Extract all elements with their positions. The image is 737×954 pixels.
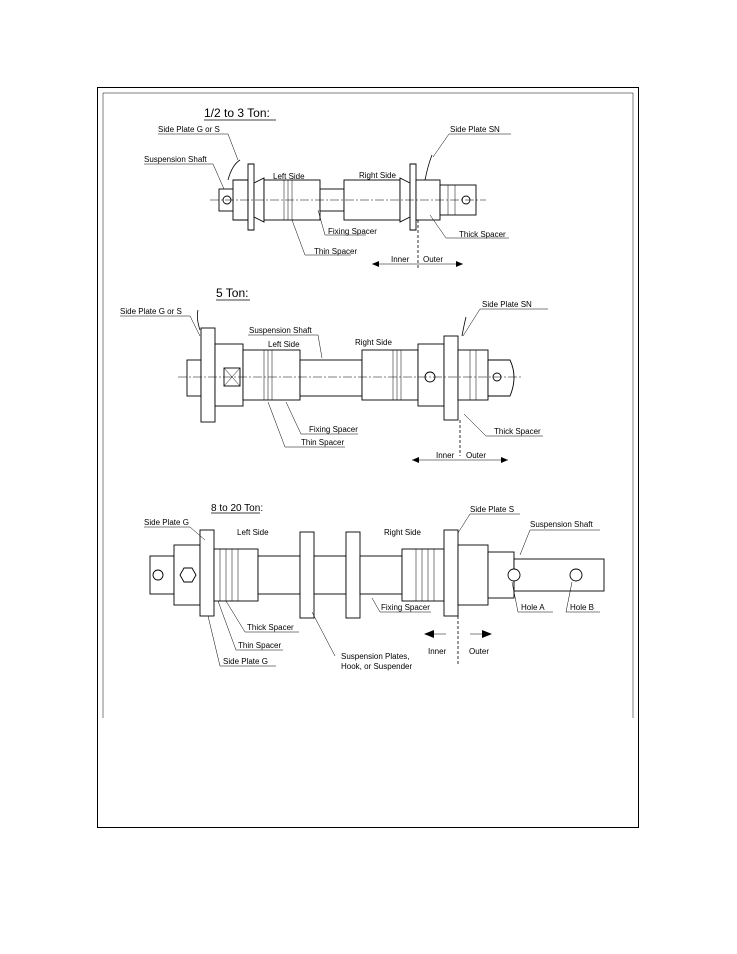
outer-arrow	[482, 630, 492, 638]
label-outer: Outer	[423, 255, 443, 264]
label-side-plate-sn: Side Plate SN	[482, 300, 532, 309]
diagram-3-title: 8 to 20 Ton	[211, 503, 260, 514]
label-thin-spacer: Thin Spacer	[314, 247, 357, 256]
suspension-plate-left	[299, 531, 315, 619]
leader-side-plate-sn	[432, 133, 450, 158]
leader-side-plate-g-bottom	[207, 615, 276, 667]
leader-thick-spacer	[225, 600, 299, 633]
diagram-3-title-suffix: :	[260, 503, 263, 514]
shaft-center	[313, 555, 347, 595]
leader-suspension-plates	[311, 611, 336, 657]
left-spacer-block	[213, 548, 259, 602]
label-side-plate-g-top: Side Plate G	[144, 518, 189, 527]
leader-fixing-spacer	[317, 209, 366, 236]
label-thick-spacer: Thick Spacer	[494, 427, 541, 436]
label-left-side: Left Side	[268, 340, 300, 349]
leader-suspension-shaft	[248, 334, 323, 359]
label-right-side: Right Side	[355, 338, 392, 347]
label-hole-b: Hole B	[570, 603, 594, 612]
right-spacer-block	[361, 349, 419, 401]
hole-b	[569, 568, 583, 582]
diagram-5-ton: 5 Ton: Side P	[120, 286, 548, 463]
label-inner: Inner	[436, 451, 455, 460]
label-side-plate-g-or-s: Side Plate G or S	[158, 125, 220, 134]
leader-thick-spacer	[463, 413, 543, 437]
diagram-2-title: 5 Ton:	[216, 286, 248, 300]
leader-fixing-spacer	[285, 401, 358, 435]
label-suspension-shaft: Suspension Shaft	[249, 326, 312, 335]
label-thick-spacer: Thick Spacer	[459, 230, 506, 239]
label-inner: Inner	[428, 647, 447, 656]
diagram-half-to-3-ton: 1/2 to 3 Ton: Side Plat	[144, 106, 511, 270]
label-side-plate-sn: Side Plate SN	[450, 125, 500, 134]
label-side-plate-g-or-s: Side Plate G or S	[120, 307, 182, 316]
label-left-side: Left Side	[273, 172, 305, 181]
leader-thin-spacer	[291, 219, 351, 256]
label-thin-spacer: Thin Spacer	[301, 438, 344, 447]
right-spacer-block	[401, 548, 445, 602]
shaft-middle	[299, 359, 363, 397]
label-fixing-spacer: Fixing Spacer	[381, 603, 430, 612]
side-plate-sn	[443, 335, 459, 421]
leader-hole-a	[511, 581, 553, 613]
suspension-plate-right	[345, 531, 361, 619]
leader-thin-spacer	[217, 600, 283, 651]
left-spacer-block	[242, 349, 301, 401]
label-suspension-shaft: Suspension Shaft	[144, 155, 207, 164]
inner-arrow	[424, 630, 434, 638]
side-plate-g-or-s-flange	[247, 163, 255, 231]
label-hole-a: Hole A	[521, 603, 545, 612]
leader-side-plate-g-or-s	[120, 315, 201, 337]
label-side-plate-s: Side Plate S	[470, 505, 514, 514]
label-inner: Inner	[391, 255, 410, 264]
figure-frame	[97, 87, 639, 828]
leader-side-plate-g-top	[144, 526, 206, 541]
leader-thick-spacer	[429, 214, 509, 239]
label-thick-spacer: Thick Spacer	[247, 623, 294, 632]
diagram-8-to-20-ton: 8 to 20 Ton:	[144, 503, 605, 671]
label-left-side: Left Side	[237, 528, 269, 537]
label-fixing-spacer: Fixing Spacer	[309, 425, 358, 434]
shaft-right-middle	[359, 555, 403, 595]
svg-text:8 to 20 Ton:: 8 to 20 Ton:	[211, 503, 263, 514]
leader-side-plate-sn	[462, 308, 481, 337]
label-fixing-spacer: Fixing Spacer	[328, 227, 377, 236]
shaft-right-extension	[513, 558, 605, 592]
label-thin-spacer: Thin Spacer	[238, 641, 281, 650]
leader-fixing-spacer	[371, 597, 431, 613]
leader-suspension-shaft	[144, 163, 225, 190]
side-plate-sn	[409, 163, 417, 231]
label-suspension-shaft: Suspension Shaft	[530, 520, 593, 529]
label-suspension-plates-line-2: Hook, or Suspender	[341, 662, 412, 671]
thick-spacer-block	[457, 349, 489, 401]
leader-side-plate-s	[457, 513, 471, 534]
hole-a	[507, 568, 521, 582]
left-end-hole	[152, 569, 164, 581]
shaft-left-middle	[257, 555, 301, 595]
leader-suspension-shaft	[519, 529, 531, 556]
diagram-1-title: 1/2 to 3 Ton:	[204, 106, 270, 120]
left-end-cap	[186, 359, 202, 397]
label-outer: Outer	[466, 451, 486, 460]
label-outer: Outer	[469, 647, 489, 656]
label-side-plate-g-bottom: Side Plate G	[223, 657, 268, 666]
leader-thin-spacer	[267, 401, 345, 448]
label-right-side: Right Side	[384, 528, 421, 537]
leader-hole-b	[565, 581, 600, 613]
side-plate-g	[199, 529, 215, 617]
hex-bolt	[179, 567, 197, 583]
label-right-side: Right Side	[359, 171, 396, 180]
right-housing	[457, 544, 489, 606]
label-suspension-plates-line-1: Suspension Plates,	[341, 652, 410, 661]
side-plate-g-or-s	[200, 327, 216, 423]
leader-side-plate-g-or-s	[158, 133, 239, 161]
side-plate-s	[443, 529, 459, 617]
